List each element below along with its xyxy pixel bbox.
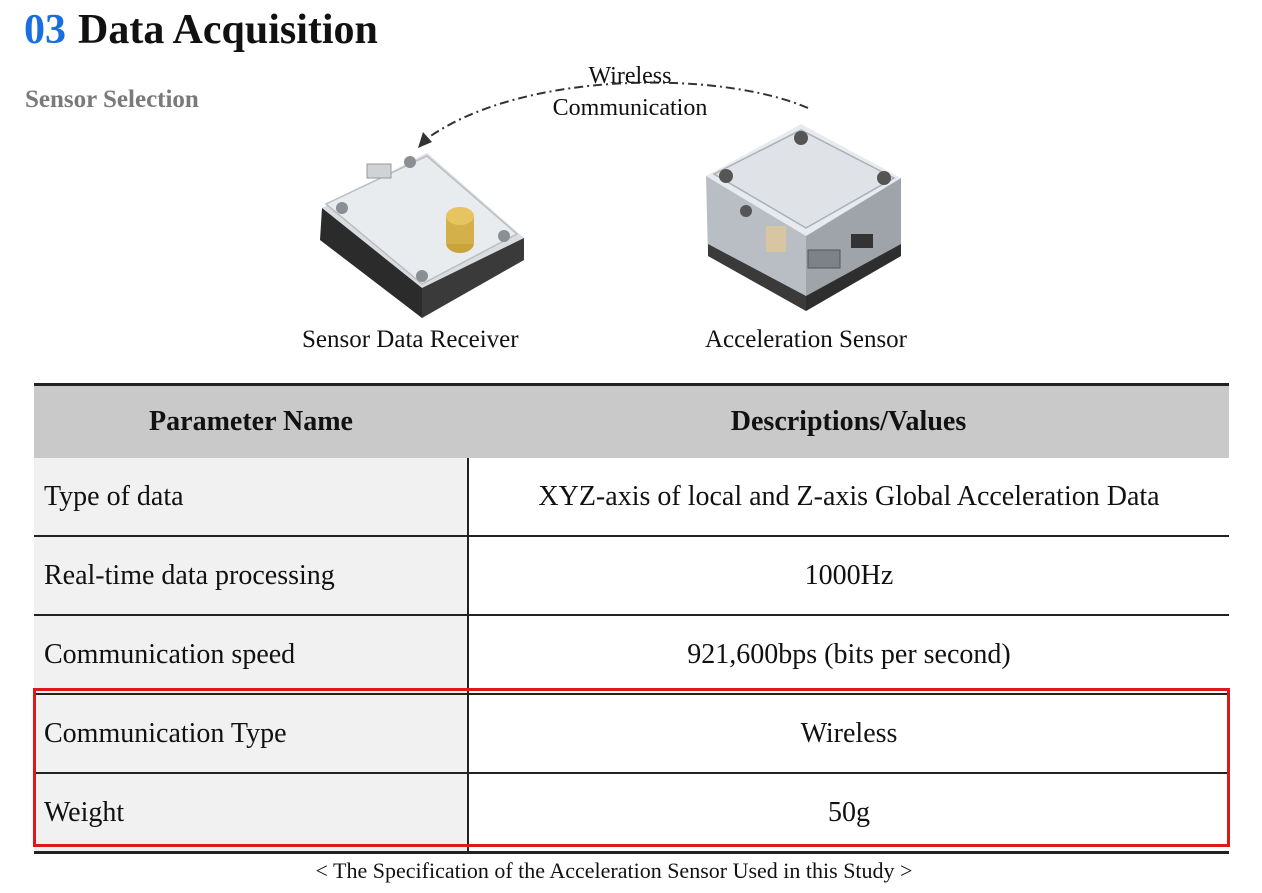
row-name: Communication speed [34,615,469,695]
row-value: 1000Hz [468,536,1229,616]
page-title: 03 Data Acquisition [24,6,378,54]
table-row: Communication Type Wireless [34,694,1229,774]
specification-table: Parameter Name Descriptions/Values Type … [34,383,1229,854]
receiver-device-image [320,153,524,318]
row-name: Type of data [34,458,469,537]
table-header-row: Parameter Name Descriptions/Values [34,383,1229,458]
sensor-device-image [706,124,901,311]
sensor-caption: Acceleration Sensor [705,326,908,353]
table-row: Weight 50g [34,773,1229,854]
row-value: 50g [468,773,1229,854]
table-row: Type of data XYZ-axis of local and Z-axi… [34,458,1229,537]
row-name: Weight [34,773,469,854]
table-row: Real-time data processing 1000Hz [34,536,1229,616]
row-value: 921,600bps (bits per second) [468,615,1229,695]
section-subtitle: Sensor Selection [25,86,199,113]
header-parameter-name: Parameter Name [34,383,468,458]
row-value: XYZ-axis of local and Z-axis Global Acce… [468,458,1229,537]
section-title: Data Acquisition [78,7,378,53]
header-descriptions-values: Descriptions/Values [468,383,1229,458]
table-row: Communication speed 921,600bps (bits per… [34,615,1229,695]
table-caption: < The Specification of the Acceleration … [315,858,913,883]
row-name: Communication Type [34,694,469,774]
row-name: Real-time data processing [34,536,469,616]
section-number: 03 [24,7,66,53]
receiver-caption: Sensor Data Receiver [302,326,519,353]
wireless-link-arrow [418,81,809,148]
row-value: Wireless [468,694,1229,774]
wireless-communication-label: Wireless Communication [552,63,708,121]
